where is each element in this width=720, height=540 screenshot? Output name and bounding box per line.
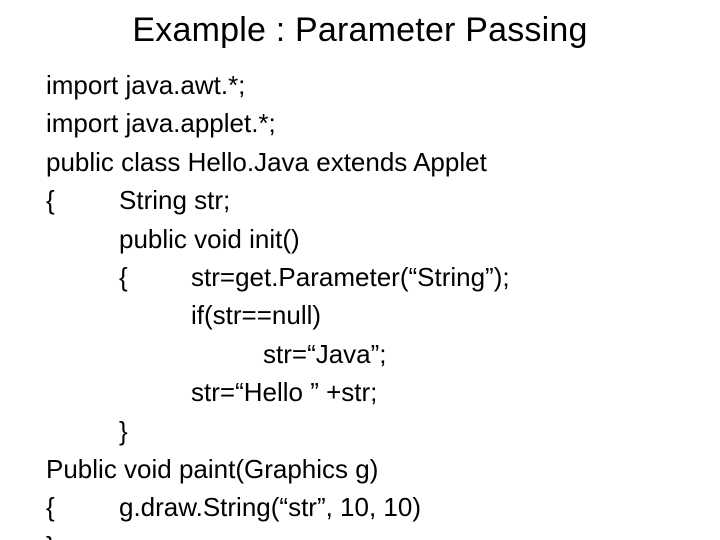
close-brace: } [119,415,128,446]
code-line: import java.applet.*; [46,104,276,142]
code-line: } [46,412,128,450]
code-text: Public void paint(Graphics g) [46,453,379,484]
code-line: public void init() [46,220,300,258]
slide-title: Example : Parameter Passing [132,11,588,49]
code-text: g.draw.String(“str”, 10, 10) [119,492,421,523]
open-brace: { [46,185,55,216]
code-text: String str; [119,185,231,216]
close-brace: } [46,527,55,540]
code-line: Public void paint(Graphics g) [46,450,378,488]
code-text: import java.awt.*; [46,70,246,100]
code-line: { String str; [46,181,230,219]
code-line: { g.draw.String(“str”, 10, 10) [46,488,421,526]
code-line: public class Hello.Java extends Applet [46,143,487,181]
code-text: str=“Java”; [263,338,387,369]
code-line: if(str==null) [46,296,321,334]
code-line: import java.awt.*; [46,66,245,104]
code-line: } [46,527,89,540]
code-line: { str=get.Parameter(“String”); [46,258,510,296]
code-text: if(str==null) [191,300,322,331]
code-block: import java.awt.*; import java.applet.*;… [46,66,510,540]
code-line: str=“Hello ” +str; [46,373,377,411]
code-text: import java.applet.*; [46,108,276,139]
open-brace: { [119,261,128,292]
code-text: public class Hello.Java extends Applet [46,146,487,177]
open-brace: { [46,492,55,523]
code-text: str=get.Parameter(“String”); [191,261,510,292]
code-text: str=“Hello ” +str; [191,377,378,408]
code-text: public void init() [119,223,300,254]
code-line: str=“Java”; [46,335,387,373]
